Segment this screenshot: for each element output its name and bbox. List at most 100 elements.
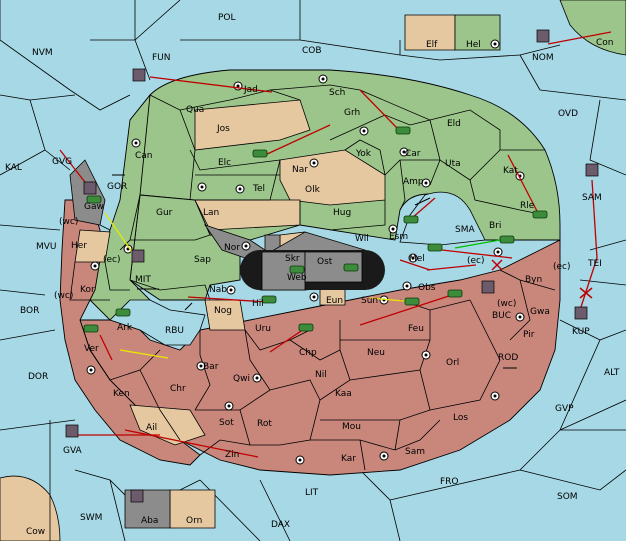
label-obs: Obs — [418, 283, 436, 293]
label-hil: Hil — [252, 299, 264, 309]
label-her: Her — [71, 241, 87, 251]
label-gvp: GVP — [555, 404, 574, 414]
label-nvm: NVM — [32, 48, 53, 58]
label-ken: Ken — [113, 389, 130, 399]
label-pir: Pir — [523, 330, 535, 340]
label-buc: BUC — [492, 311, 511, 321]
label-ark: Ark — [117, 323, 133, 333]
label-nab: Nab — [209, 285, 227, 295]
label-som: SOM — [557, 492, 578, 502]
label-alt: ALT — [604, 368, 620, 378]
label-tel: Tel — [252, 184, 265, 194]
label-uru: Uru — [255, 324, 271, 334]
label-kar: Kar — [341, 454, 356, 464]
label-kaa: Kaa — [335, 389, 352, 399]
label-dor: DOR — [28, 372, 48, 382]
label-wc2: (wc) — [54, 291, 73, 301]
label-sch: Sch — [329, 88, 345, 98]
label-pol: POL — [218, 13, 236, 23]
sea-rbu[interactable] — [109, 299, 206, 346]
label-ail: Ail — [146, 423, 157, 433]
label-nar: Nar — [292, 165, 308, 175]
units — [65, 29, 599, 503]
label-gor: GOR — [107, 182, 127, 192]
label-car: Car — [405, 149, 421, 159]
label-orl: Orl — [446, 358, 459, 368]
label-mel: Mel — [409, 254, 425, 264]
label-chp: Chp — [299, 348, 317, 358]
label-ost: Ost — [317, 257, 333, 267]
label-chr: Chr — [170, 384, 186, 394]
label-los: Los — [453, 413, 468, 423]
label-feu: Feu — [408, 324, 424, 334]
label-ec3: (ec) — [467, 256, 485, 266]
label-bar: Bar — [203, 362, 219, 372]
label-cob: COB — [302, 46, 322, 56]
label-qua: Qua — [186, 105, 204, 115]
label-web: Web — [287, 273, 307, 283]
label-sma: SMA — [455, 225, 475, 235]
label-amp: Amp — [403, 177, 424, 187]
label-sap: Sap — [194, 255, 211, 265]
province-jos — [194, 99, 311, 151]
label-zin: Zin — [225, 450, 239, 460]
label-byn: Byn — [525, 275, 542, 285]
label-rle: Rle — [520, 201, 535, 211]
label-sot: Sot — [219, 418, 234, 428]
label-orn: Orn — [186, 516, 202, 526]
convoy-orders — [454, 239, 501, 249]
label-swm: SWM — [80, 513, 102, 523]
label-elf: Elf — [426, 40, 438, 50]
label-nog: Nog — [214, 306, 232, 316]
label-esm: Esm — [389, 232, 408, 242]
label-ec1: (ec) — [103, 255, 121, 265]
label-sam: SAM — [582, 193, 602, 203]
label-mvu: MVU — [36, 242, 57, 252]
label-skr: Skr — [285, 254, 300, 264]
label-can: Can — [135, 151, 153, 161]
label-mit: MIT — [135, 275, 151, 285]
passage-markers — [112, 174, 517, 369]
label-bor: BOR — [20, 306, 39, 316]
tan-provinces — [74, 14, 456, 529]
label-mou: Mou — [342, 422, 361, 432]
label-ec2: (ec) — [553, 262, 571, 272]
supply-centers — [86, 32, 548, 465]
label-lit: LIT — [305, 488, 319, 498]
move-orders — [59, 31, 612, 458]
label-kal: KAL — [5, 163, 22, 173]
label-gaw: Gaw — [84, 202, 104, 212]
label-nom: NOM — [532, 53, 554, 63]
label-bri: Bri — [489, 221, 501, 231]
cancel-marks — [491, 259, 593, 299]
label-sun: Sun — [361, 296, 378, 306]
label-rod: ROD — [498, 353, 518, 363]
label-wc1: (wc) — [59, 217, 78, 227]
label-ovd: OVD — [558, 109, 578, 119]
label-wil: Wil — [355, 234, 369, 244]
label-rot: Rot — [257, 419, 272, 429]
label-fun: FUN — [152, 53, 171, 63]
label-gvg: GVG — [52, 157, 72, 167]
label-hug: Hug — [333, 208, 351, 218]
label-tei: TEI — [587, 259, 602, 269]
label-qwi: Qwi — [233, 374, 250, 384]
label-neu: Neu — [367, 348, 385, 358]
sea-sma[interactable] — [399, 191, 486, 246]
label-gva: GVA — [63, 446, 83, 456]
label-eun: Eun — [326, 296, 343, 306]
label-hel: Hel — [466, 40, 481, 50]
label-yok: Yok — [355, 149, 372, 159]
label-kup: KUP — [572, 327, 590, 337]
label-gwa: Gwa — [530, 307, 550, 317]
label-cow: Cow — [26, 527, 45, 537]
label-dax: DAX — [271, 520, 290, 530]
label-ver: Ver — [84, 344, 99, 354]
label-con: Con — [596, 38, 614, 48]
label-nil: Nil — [315, 370, 327, 380]
label-aba: Aba — [141, 516, 158, 526]
label-gur: Gur — [156, 208, 173, 218]
label-wc3: (wc) — [497, 299, 516, 309]
label-olk: Olk — [305, 185, 321, 195]
